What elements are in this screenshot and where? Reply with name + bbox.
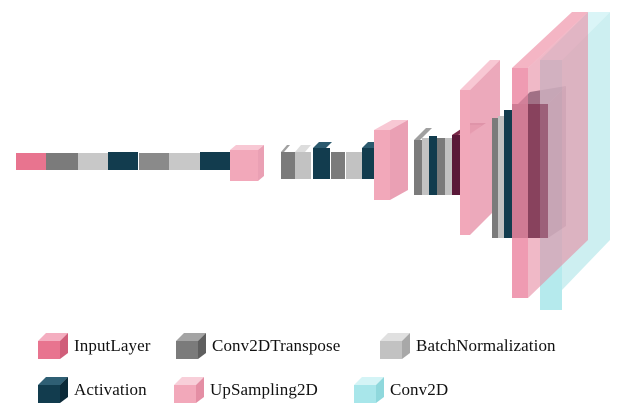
batch-normalization-block	[346, 152, 362, 179]
conv2d-transpose-block	[139, 153, 169, 170]
legend-label-conv2d: Conv2D	[390, 380, 449, 399]
conv2d-transpose-swatch-icon	[176, 333, 206, 359]
legend-item-upsampling2d: UpSampling2D	[172, 375, 318, 405]
legend-label-upsampling2d: UpSampling2D	[210, 380, 318, 399]
conv2d-transpose-block	[281, 152, 295, 179]
batch-normalization-block	[78, 153, 110, 170]
batch-normalization-block	[169, 153, 201, 170]
legend-item-conv2d: Conv2D	[352, 375, 448, 405]
activation-block	[313, 148, 330, 179]
upsampling-block-2	[374, 120, 408, 200]
legend-label-batch-normalization: BatchNormalization	[416, 336, 556, 355]
batch-normalization-block	[295, 152, 311, 179]
legend-label-input-layer: InputLayer	[74, 336, 151, 355]
legend-label-conv2d-transpose: Conv2DTranspose	[212, 336, 341, 355]
legend-item-input-layer: InputLayer	[36, 331, 151, 361]
legend-item-batch-normalization: BatchNormalization	[378, 331, 556, 361]
input-layer-block	[16, 153, 46, 170]
conv2d-transpose-block	[331, 152, 345, 179]
legend-label-activation: Activation	[74, 380, 147, 399]
activation-block	[362, 148, 377, 179]
conv2d-transpose-block	[46, 153, 78, 170]
upsampling-block-1	[230, 145, 264, 181]
activation-block	[108, 152, 138, 170]
conv2d-swatch-icon	[354, 377, 384, 403]
batch-normalization-swatch-icon	[380, 333, 410, 359]
activation-swatch-icon	[38, 377, 68, 403]
stage-1-dense-blocks	[16, 152, 230, 170]
input-layer-swatch-icon	[38, 333, 68, 359]
legend-item-activation: Activation	[36, 375, 147, 405]
upsampling2d-swatch-icon	[174, 377, 204, 403]
legend-item-conv2d-transpose: Conv2DTranspose	[174, 331, 340, 361]
stage-2-blocks	[281, 142, 380, 179]
final-upsampling-block	[512, 12, 588, 298]
activation-block	[200, 152, 230, 170]
network-architecture-diagram	[16, 12, 610, 310]
